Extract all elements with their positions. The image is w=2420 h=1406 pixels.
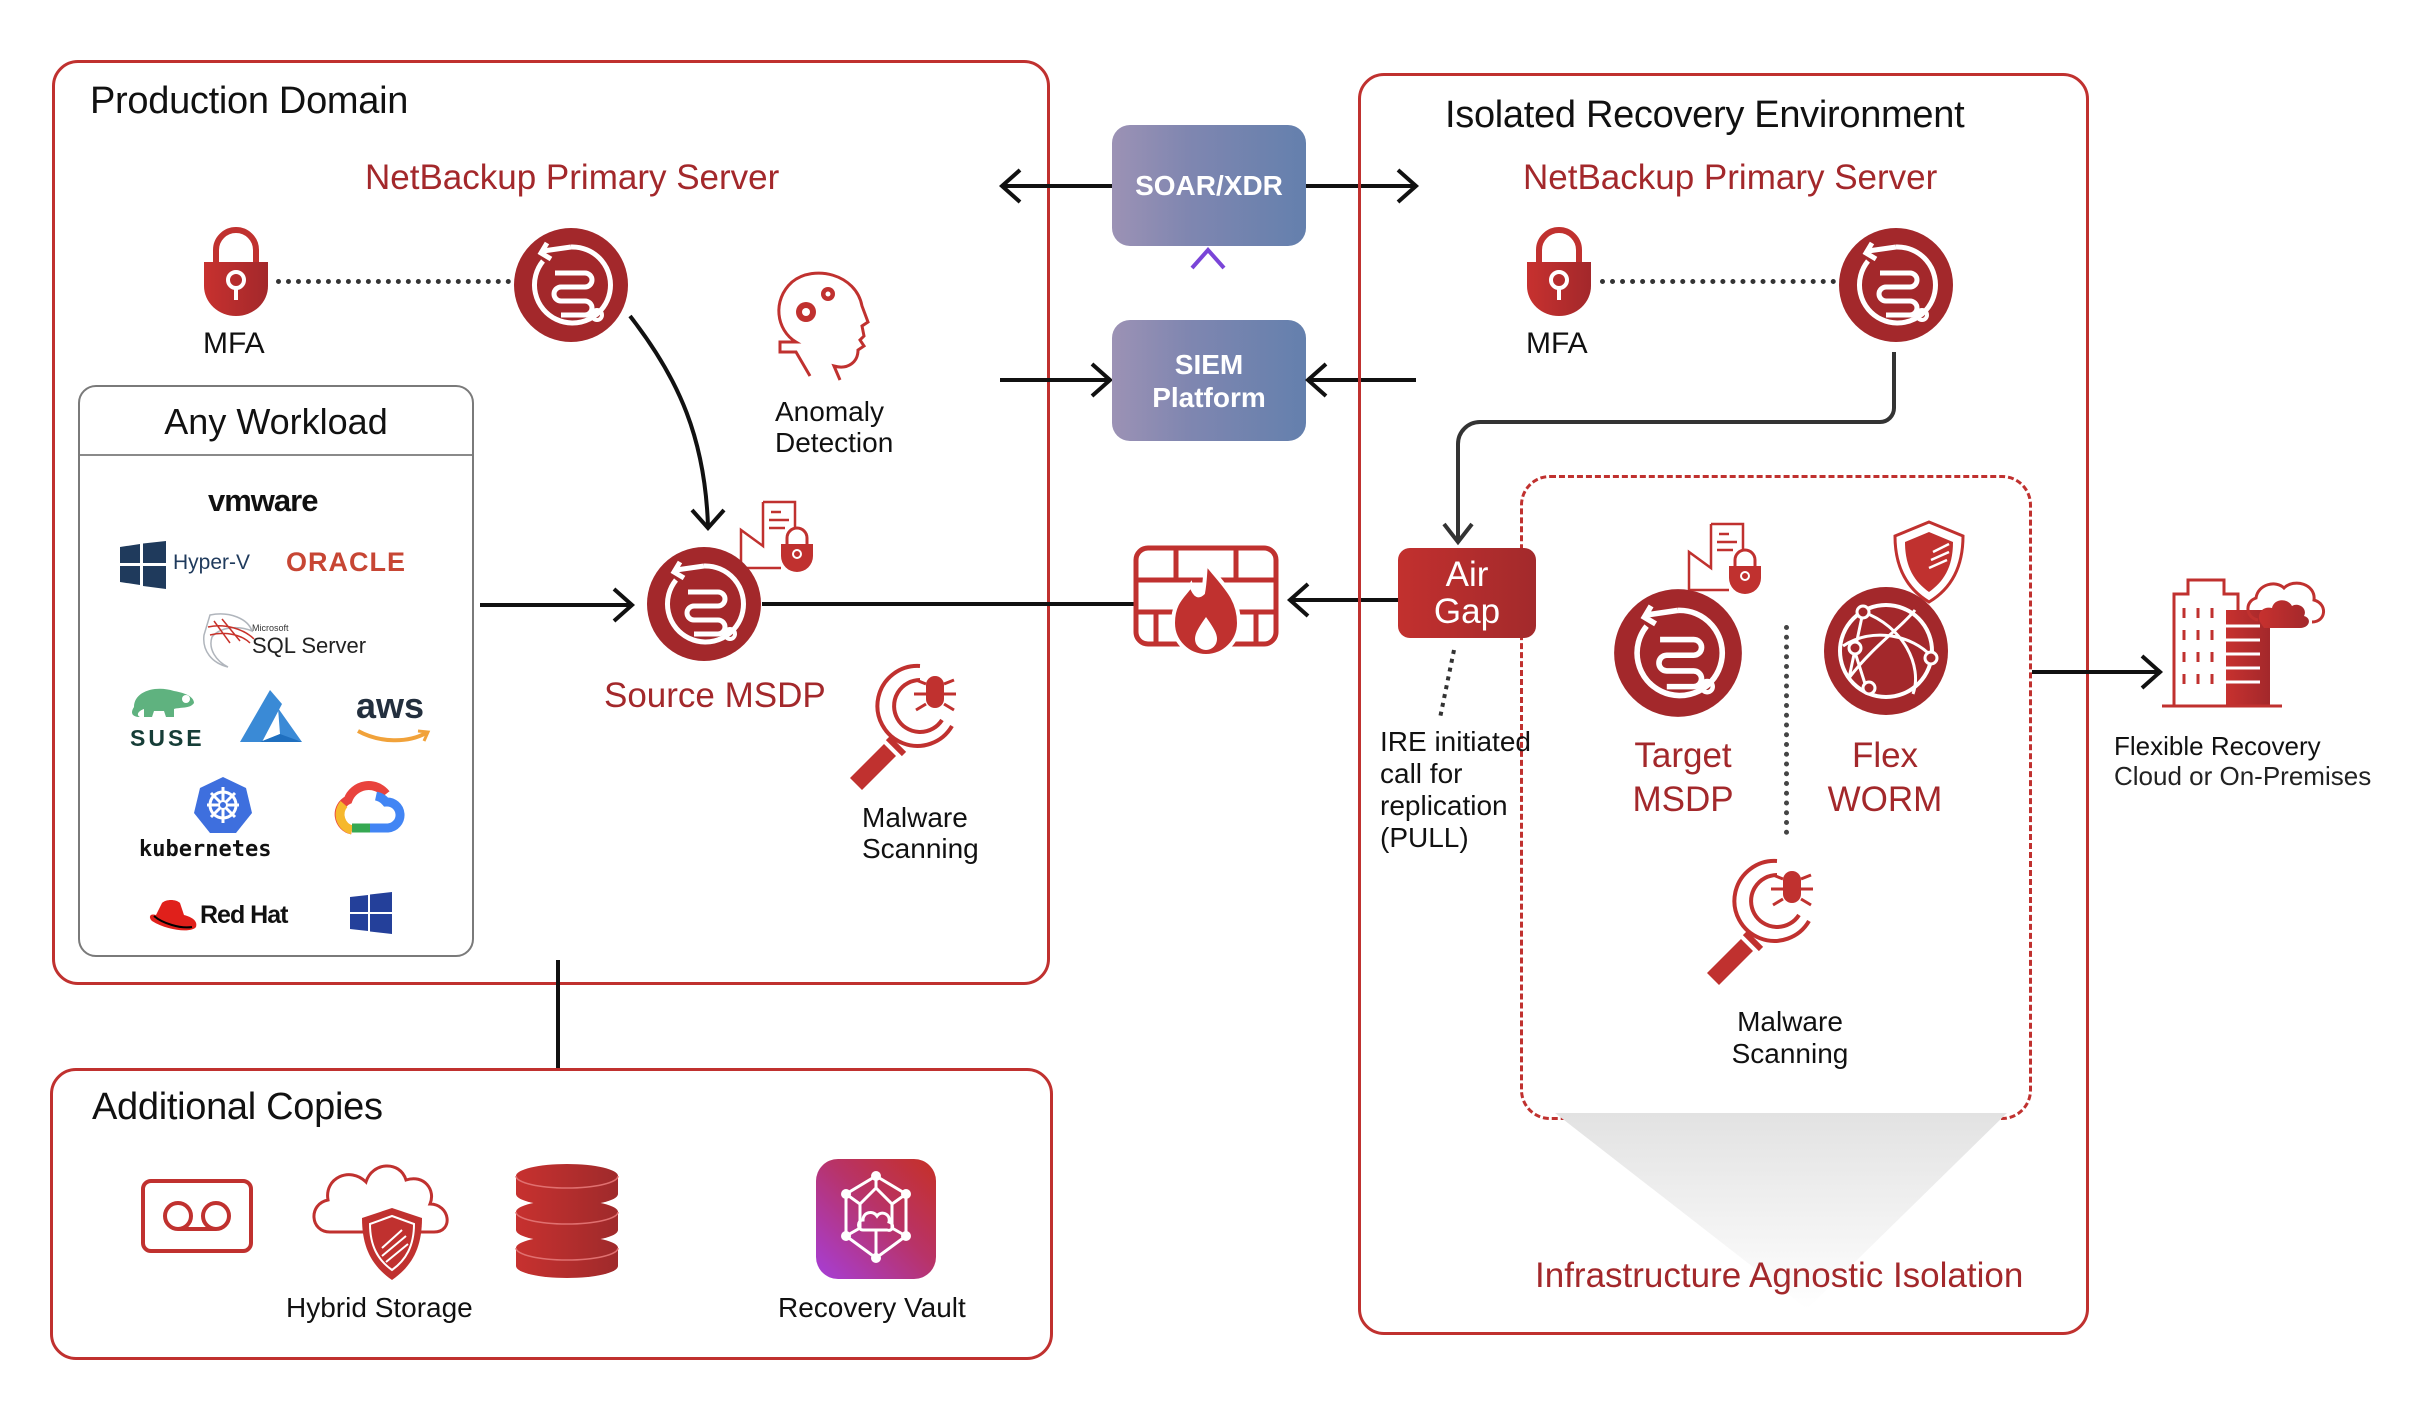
- recovery-vault-label: Recovery Vault: [778, 1292, 966, 1323]
- target-msdp-label-1: Target: [1634, 736, 1732, 775]
- production-malware-scanning-icon: [850, 663, 956, 790]
- windows-icon: [350, 892, 392, 934]
- microsoft-label: Microsoft: [252, 623, 289, 633]
- ire-malware-label-2: Scanning: [1731, 1038, 1849, 1069]
- sql-server-label: SQL Server: [252, 633, 367, 658]
- firewall-icon: [1133, 545, 1279, 658]
- flexible-recovery-subtitle: Cloud or On-Premises: [2114, 761, 2372, 791]
- ire-note-line-4: (PULL): [1380, 822, 1469, 853]
- anomaly-detection-label-1: Anomaly: [775, 396, 884, 427]
- source-msdp-encrypted-doc-icon: [739, 500, 813, 572]
- ire-mfa-label: MFA: [1526, 327, 1588, 360]
- flexible-recovery-building-cloud-icon: [2162, 578, 2325, 708]
- flex-worm-label-2: WORM: [1827, 780, 1943, 819]
- soar-left-arrow: [998, 168, 1112, 204]
- msdp-to-firewall-line: [762, 602, 1134, 606]
- ire-to-siem-arrow: [1304, 362, 1416, 398]
- any-workload-title: Any Workload: [164, 401, 388, 442]
- source-msdp-icon[interactable]: [646, 546, 762, 662]
- isolation-label: Infrastructure Agnostic Isolation: [1535, 1256, 2024, 1295]
- suse-label: SUSE: [130, 725, 205, 751]
- ire-panel: [1358, 73, 2089, 1335]
- production-mfa-label: MFA: [203, 327, 265, 360]
- flex-worm-label-1: Flex: [1851, 736, 1919, 775]
- target-msdp-encrypted-doc-icon: [1687, 522, 1761, 594]
- soar-xdr-label: SOAR/XDR: [1135, 170, 1283, 201]
- soar-xdr-box[interactable]: SOAR/XDR: [1112, 125, 1306, 246]
- anomaly-detection-icon: [777, 271, 870, 381]
- azure-icon: [240, 690, 302, 742]
- redhat-icon: [149, 900, 197, 931]
- air-gap-label-1: Air: [1445, 555, 1489, 594]
- siem-label-1: SIEM: [1174, 348, 1244, 380]
- google-cloud-icon: [334, 781, 405, 835]
- production-primary-server-icon[interactable]: [513, 227, 629, 343]
- additional-copies-title: Additional Copies: [92, 1086, 383, 1128]
- vmware-logo: vmware: [208, 483, 318, 518]
- air-gap-box[interactable]: Air Gap: [1398, 548, 1536, 638]
- ire-mfa-server-dotted-link: [1600, 279, 1836, 284]
- ire-primary-server-icon[interactable]: [1838, 227, 1954, 343]
- anomaly-detection-label-2: Detection: [775, 427, 894, 458]
- tape-icon: [141, 1179, 253, 1253]
- hyperv-windows-icon: [120, 541, 166, 589]
- air-gap-label-2: Gap: [1433, 592, 1501, 631]
- ire-note-line-2: call for: [1380, 758, 1463, 789]
- recovery-vault-icon[interactable]: [815, 1158, 937, 1280]
- target-msdp-icon[interactable]: [1613, 588, 1743, 718]
- isolation-funnel: [1555, 1113, 2007, 1309]
- aws-logo: aws: [356, 685, 425, 726]
- mfa-lock-icon: [204, 227, 268, 316]
- target-msdp-label-2: MSDP: [1632, 780, 1734, 819]
- hybrid-cloud-shield-icon: [312, 1164, 449, 1280]
- kubernetes-icon: [194, 777, 252, 833]
- mfa-server-dotted-link: [276, 279, 511, 284]
- airgap-dotted-note-link: [1438, 649, 1456, 719]
- redhat-label: Red Hat: [200, 901, 288, 929]
- flexible-recovery-title: Flexible Recovery: [2114, 731, 2321, 761]
- ire-server-to-airgap-arrow: [1442, 352, 1896, 546]
- ire-to-flexible-recovery-arrow: [2032, 654, 2164, 690]
- ire-mfa-lock-icon: [1527, 227, 1591, 316]
- oracle-logo: ORACLE: [286, 547, 406, 577]
- production-to-siem-arrow: [1000, 362, 1114, 398]
- ire-note-line-1: IRE initiated: [1380, 726, 1531, 757]
- siem-to-soar-arrow: [1190, 246, 1226, 318]
- suse-chameleon-icon: [132, 688, 194, 717]
- hyperv-label: Hyper-V: [173, 551, 251, 574]
- primary-to-msdp-arrow: [628, 314, 726, 532]
- production-malware-label-1: Malware: [862, 802, 968, 833]
- sql-server-icon: [203, 613, 255, 668]
- production-malware-label-2: Scanning: [862, 833, 979, 864]
- kubernetes-label: kubernetes: [139, 837, 272, 862]
- siem-label-2: Platform: [1152, 381, 1266, 413]
- flex-worm-globe-icon[interactable]: [1823, 586, 1949, 716]
- msdp-worm-separator: [1784, 625, 1789, 835]
- production-primary-server-label: NetBackup Primary Server: [365, 158, 780, 197]
- ire-malware-scanning-icon: [1707, 858, 1813, 985]
- ire-malware-label-1: Malware: [1737, 1006, 1843, 1037]
- siem-platform-box[interactable]: SIEM Platform: [1112, 320, 1306, 441]
- any-workload-divider: [80, 454, 472, 456]
- airgap-to-firewall-arrow: [1286, 582, 1400, 618]
- aws-smile-icon: [357, 729, 431, 743]
- workload-to-msdp-arrow: [480, 587, 636, 623]
- ire-note-line-3: replication: [1380, 790, 1508, 821]
- database-stack-icon: [515, 1164, 619, 1278]
- production-domain-title: Production Domain: [90, 80, 409, 122]
- source-msdp-label: Source MSDP: [604, 676, 826, 715]
- hybrid-storage-label: Hybrid Storage: [286, 1292, 473, 1323]
- flex-worm-shield-icon: [1893, 520, 1965, 604]
- ire-primary-server-label: NetBackup Primary Server: [1523, 158, 1938, 197]
- ire-title: Isolated Recovery Environment: [1445, 94, 1965, 136]
- any-workload-panel: Any Workload vmware Hyper-V ORACLE Micro…: [78, 385, 474, 957]
